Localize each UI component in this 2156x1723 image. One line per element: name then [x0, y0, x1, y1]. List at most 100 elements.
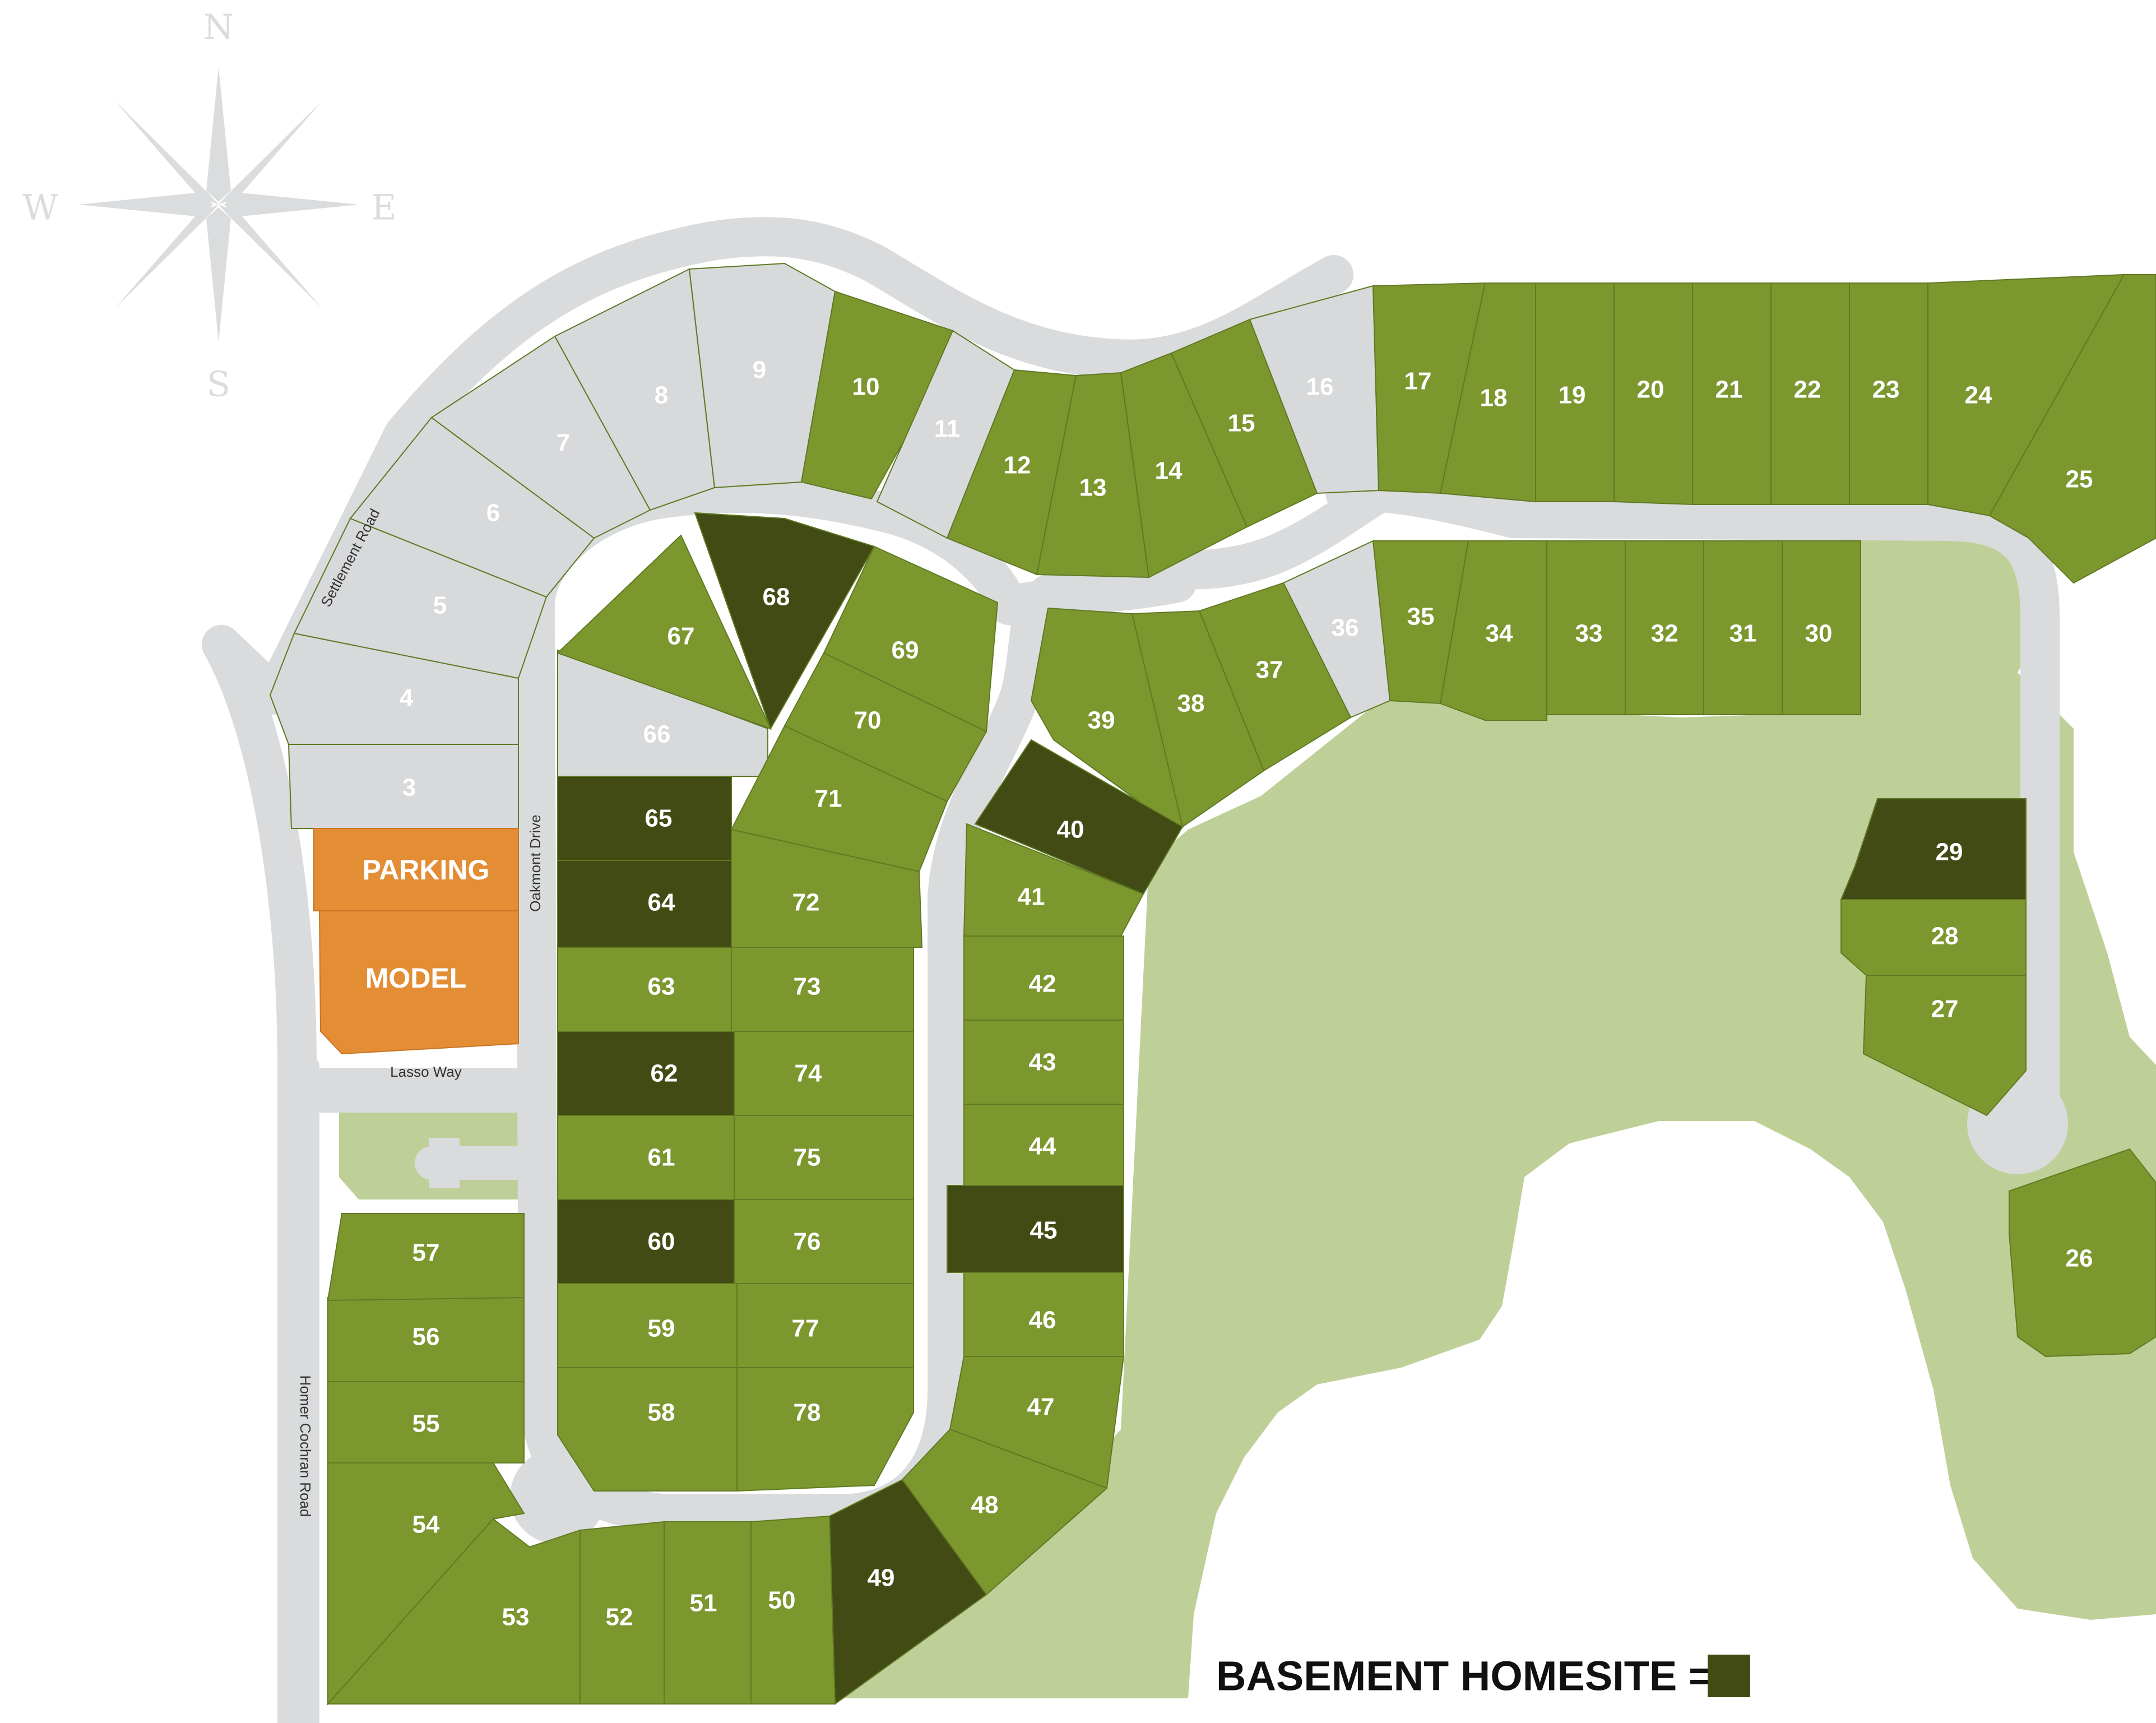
- homesite-18[interactable]: 18: [1439, 282, 1536, 503]
- homesite-number: 12: [1004, 452, 1031, 479]
- homesite-10[interactable]: 10: [800, 290, 954, 500]
- homesite-parcel[interactable]: [557, 1031, 735, 1116]
- homesite-62[interactable]: 62: [557, 1031, 735, 1116]
- homesite-45[interactable]: 45: [947, 1185, 1124, 1273]
- homesite-60[interactable]: 60: [557, 1199, 735, 1284]
- homesite-number: 23: [1872, 376, 1900, 404]
- homesite-58[interactable]: 58: [557, 1367, 738, 1492]
- homesite-12[interactable]: 12: [946, 369, 1077, 576]
- homesite-38[interactable]: 38: [1131, 610, 1265, 828]
- homesite-parcel[interactable]: [557, 534, 772, 730]
- homesite-parcel[interactable]: [731, 947, 914, 1032]
- homesite-number: 67: [667, 623, 695, 650]
- compass-rose-icon: N S E W: [22, 7, 397, 405]
- homesite-73[interactable]: 73: [731, 947, 914, 1032]
- legend-basement-swatch: [1708, 1655, 1750, 1697]
- homesite-parcel[interactable]: [557, 1367, 738, 1492]
- homesite-parcel[interactable]: [736, 1367, 914, 1492]
- homesite-number: 51: [690, 1590, 717, 1617]
- homesite-59[interactable]: 59: [557, 1283, 738, 1368]
- homesite-75[interactable]: 75: [734, 1115, 914, 1200]
- homesite-parcel[interactable]: [1840, 798, 2027, 900]
- homesite-parcel[interactable]: [557, 947, 732, 1032]
- homesite-number: 31: [1730, 620, 1757, 647]
- homesite-64[interactable]: 64: [557, 860, 732, 948]
- homesite-number: 73: [794, 973, 821, 1001]
- homesite-parcel[interactable]: [557, 1199, 735, 1284]
- homesite-76[interactable]: 76: [734, 1199, 914, 1284]
- homesite-78[interactable]: 78: [736, 1367, 914, 1492]
- homesite-number: 63: [648, 973, 675, 1001]
- homesite-39[interactable]: 39: [1030, 607, 1184, 828]
- homesite-52[interactable]: 52: [579, 1521, 665, 1705]
- homesite-number: 75: [794, 1144, 821, 1171]
- homesite-number: 58: [648, 1399, 675, 1426]
- homesite-35[interactable]: 35: [1372, 540, 1469, 705]
- homesite-parcel[interactable]: [800, 290, 954, 500]
- homesite-42[interactable]: 42: [963, 935, 1124, 1021]
- homesite-51[interactable]: 51: [664, 1521, 752, 1705]
- homesite-parcel[interactable]: [731, 828, 923, 948]
- homesite-7[interactable]: 7: [430, 335, 651, 539]
- homesite-22[interactable]: 22: [1770, 282, 1850, 505]
- homesite-3[interactable]: 3: [288, 744, 519, 829]
- homesite-4[interactable]: 4: [269, 632, 519, 745]
- homesite-55[interactable]: 55: [327, 1381, 525, 1463]
- homesite-number: 43: [1029, 1049, 1056, 1076]
- homesite-parcel[interactable]: [734, 1115, 914, 1200]
- compass-east: E: [371, 187, 396, 228]
- homesite-31[interactable]: 31: [1703, 540, 1783, 715]
- homesite-19[interactable]: 19: [1535, 282, 1615, 502]
- homesite-44[interactable]: 44: [963, 1104, 1124, 1186]
- homesite-65[interactable]: 65: [557, 776, 732, 861]
- homesite-74[interactable]: 74: [734, 1031, 914, 1116]
- homesite-27[interactable]: 27: [1862, 975, 2027, 1117]
- homesite-number: 56: [412, 1323, 440, 1351]
- homesite-parcel[interactable]: [734, 1199, 914, 1284]
- homesite-30[interactable]: 30: [1782, 540, 1861, 715]
- homesite-68[interactable]: 68: [694, 512, 875, 730]
- homesite-49[interactable]: 49: [828, 1479, 987, 1705]
- homesite-29[interactable]: 29: [1840, 798, 2027, 900]
- homesite-parcel[interactable]: [2009, 1148, 2156, 1358]
- homesite-63[interactable]: 63: [557, 947, 732, 1032]
- homesite-number: 47: [1027, 1393, 1055, 1421]
- homesite-21[interactable]: 21: [1692, 282, 1772, 505]
- homesite-parcel[interactable]: [1988, 274, 2156, 584]
- homesite-number: 78: [794, 1399, 821, 1426]
- homesite-77[interactable]: 77: [736, 1283, 914, 1368]
- homesite-46[interactable]: 46: [963, 1272, 1124, 1357]
- homesite-56[interactable]: 56: [327, 1297, 525, 1382]
- homesite-parcel[interactable]: [557, 860, 732, 948]
- homesite-parcel[interactable]: [557, 1115, 735, 1200]
- homesite-20[interactable]: 20: [1613, 282, 1693, 506]
- homesite-26[interactable]: 26: [2009, 1148, 2156, 1358]
- homesite-parcel[interactable]: [269, 632, 519, 745]
- homesite-number: 10: [852, 373, 880, 401]
- homesite-40[interactable]: 40: [974, 739, 1184, 895]
- homesite-57[interactable]: 57: [327, 1213, 525, 1301]
- homesite-33[interactable]: 33: [1546, 540, 1626, 715]
- homesite-32[interactable]: 32: [1625, 540, 1704, 715]
- model-home-lot[interactable]: [318, 910, 519, 1055]
- homesite-parcel[interactable]: [736, 1283, 914, 1368]
- homesite-67[interactable]: 67: [557, 534, 772, 730]
- homesite-69[interactable]: 69: [823, 545, 999, 733]
- homesite-28[interactable]: 28: [1840, 899, 2027, 976]
- homesite-43[interactable]: 43: [963, 1020, 1124, 1105]
- homesite-16[interactable]: 16: [1249, 285, 1380, 494]
- model-area[interactable]: PARKING MODEL: [313, 828, 519, 1055]
- homesite-23[interactable]: 23: [1849, 282, 1928, 505]
- homesite-number: 8: [655, 382, 668, 409]
- homesite-number: 21: [1715, 376, 1743, 404]
- homesite-parcel[interactable]: [327, 1213, 525, 1301]
- homesite-72[interactable]: 72: [731, 828, 923, 948]
- homesite-41[interactable]: 41: [963, 823, 1144, 937]
- homesite-25[interactable]: 25: [1988, 274, 2156, 584]
- compass-south: S: [207, 364, 230, 405]
- homesite-parcel[interactable]: [734, 1031, 914, 1116]
- model-label: MODEL: [365, 962, 467, 994]
- homesite-61[interactable]: 61: [557, 1115, 735, 1200]
- homesite-50[interactable]: 50: [750, 1515, 836, 1705]
